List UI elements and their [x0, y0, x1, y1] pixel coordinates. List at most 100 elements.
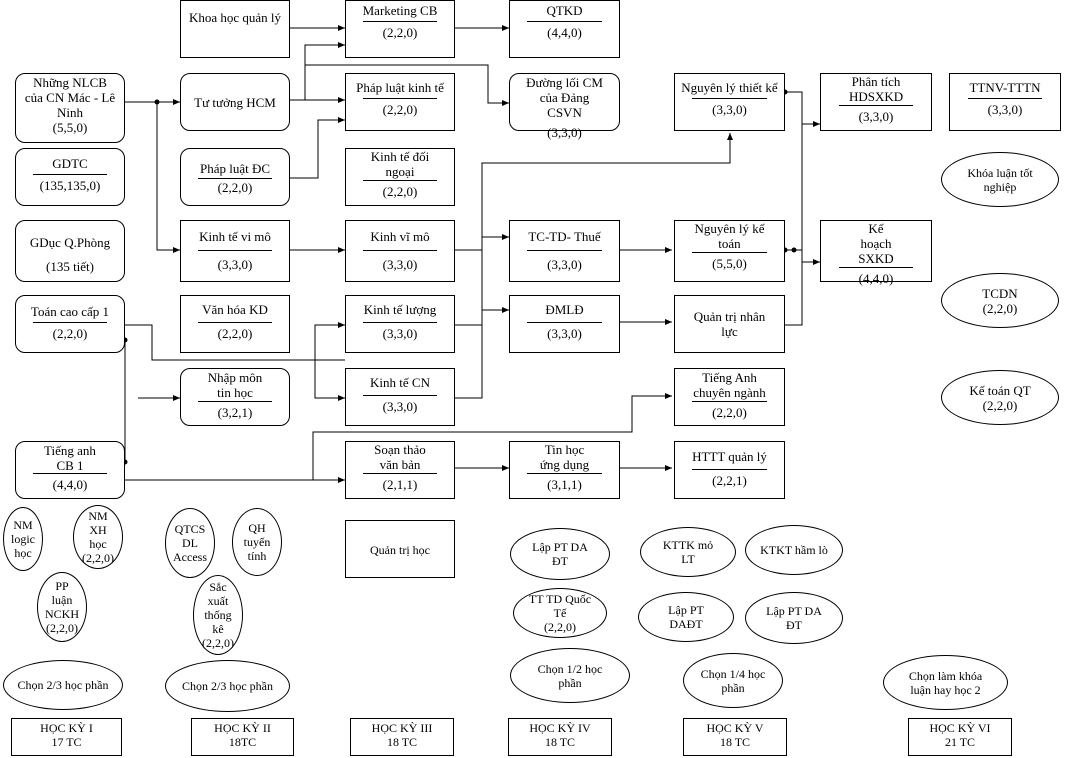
semester-name: HỌC KỲ II [214, 721, 271, 735]
semester-1: HỌC KỲ I 17 TC [11, 718, 122, 756]
divider [198, 250, 272, 251]
elective-text: (2,2,0) [982, 300, 1018, 316]
elective-text: logic [11, 532, 35, 546]
course-credits: (4,4,0) [547, 25, 582, 40]
elective-text: (2,2,0) [46, 621, 78, 635]
elective-text: Lập PT DA [532, 540, 588, 554]
course-dmld: ĐMLĐ (3,3,0) [509, 295, 620, 353]
semester-4: HỌC KỲ IV 18 TC [508, 718, 612, 756]
course-title: GDục Q.Phòng [29, 235, 111, 250]
elective-text: NM [88, 509, 108, 523]
elective-sac-xuat-thong-ke: Sắc xuất thống kê (2,2,0) [193, 575, 243, 655]
course-ke-hoach-sxkd: Kế hoạch SXKD (4,4,0) [820, 220, 932, 286]
divider [692, 401, 767, 402]
course-title: Marketing CB [362, 3, 438, 18]
course-kinh-te-luong: Kinh tế lượng (3,3,0) [345, 295, 455, 353]
course-credits: (3,3,0) [858, 109, 894, 124]
course-title: Kinh vĩ mô [370, 229, 430, 244]
course-tc-td-thue: TC-TD- Thuế (3,3,0) [509, 220, 620, 282]
course-credits: (3,3,0) [382, 399, 418, 414]
course-quan-tri-hoc: Quản trị học [345, 520, 455, 578]
course-title: GDTC [52, 156, 88, 171]
course-nguyen-ly-thiet-ke: Nguyên lý thiết kế (3,3,0) [674, 73, 785, 131]
divider [692, 469, 767, 470]
course-title: Đường lối CM của Đảng CSVN [526, 75, 603, 120]
course-title: ĐMLĐ [545, 302, 584, 317]
semester-credits: 18 TC [719, 735, 751, 749]
course-kinh-te-cn: Kinh tế CN (3,3,0) [345, 368, 455, 426]
divider [527, 250, 602, 251]
divider [838, 267, 914, 268]
elective-text: xuất [207, 594, 229, 608]
course-credits: (5,5,0) [712, 256, 747, 271]
elective-nm-logic-hoc: NM logic học [3, 507, 43, 571]
divider [363, 21, 437, 22]
course-credits: (3,2,1) [217, 405, 253, 420]
divider [692, 252, 767, 253]
course-tieng-anh-cb-1: Tiếng anh CB 1 (4,4,0) [15, 441, 125, 499]
semester-name: HỌC KỲ I [40, 721, 93, 735]
elective-text: phần [721, 680, 745, 695]
course-title: Pháp luật ĐC [199, 161, 271, 176]
elective-text: Access [173, 550, 207, 564]
elective-text: PP [55, 579, 69, 593]
course-title: Toán cao cấp 1 [30, 304, 110, 319]
elective-text: (2,2,0) [544, 620, 576, 634]
course-credits: (2,2,0) [217, 180, 253, 195]
elective-text: KTKT hầm lò [760, 543, 828, 557]
semester-2: HỌC KỲ II 18TC [191, 718, 294, 756]
course-soan-thao-van-ban: Soạn thảo văn bản (2,1,1) [345, 441, 455, 499]
elective-text: DL [182, 536, 198, 550]
elective-text: Kế toán QT [969, 382, 1031, 398]
elective-text: NM [13, 518, 33, 532]
course-tin-hoc-ung-dung: Tin học ứng dụng (3,1,1) [509, 441, 620, 499]
elective-text: TCDN [982, 285, 1018, 301]
course-duong-loi-cm: Đường lối CM của Đảng CSVN (3,3,0) [509, 73, 620, 140]
course-nguyen-ly-ke-toan: Nguyên lý kế toán (5,5,0) [674, 220, 785, 282]
course-nlcb-mac-lenin: Những NLCB của CN Mác - Lê Ninh (5,5,0) [15, 73, 125, 143]
course-ttnv-tttn: TTNV-TTTN (3,3,0) [949, 73, 1061, 131]
divider [33, 473, 107, 474]
elective-text: QTCS [174, 522, 206, 536]
course-credits: (3,3,0) [382, 326, 418, 341]
course-khoa-hoc-quan-ly: Khoa học quản lý [180, 0, 290, 58]
semester-5: HỌC KỲ V 18 TC [683, 718, 787, 756]
elective-text: học [89, 537, 107, 551]
divider [363, 322, 437, 323]
course-title: Phân tích HDSXKD [849, 74, 904, 104]
elective-text: Lập PT DA [766, 604, 822, 618]
course-title: Kinh tế lượng [363, 302, 437, 317]
course-title: Nguyên lý thiết kế [681, 80, 778, 95]
course-title: Nguyên lý kế toán [694, 221, 765, 251]
divider [198, 401, 272, 402]
semester-3: HỌC KỲ III 18 TC [350, 718, 454, 756]
elective-text: luận [51, 593, 73, 607]
course-title: QTKD [546, 3, 583, 18]
course-title: Tiếng Anh chuyên ngành [693, 370, 766, 400]
divider [363, 98, 437, 99]
course-credits: (3,1,1) [547, 477, 582, 492]
elective-text: (2,2,0) [82, 551, 114, 565]
elective-text: Khóa luận tốt [967, 165, 1033, 180]
divider [198, 178, 272, 179]
course-credits: (135,135,0) [39, 178, 101, 193]
elective-text: thống [204, 608, 232, 622]
course-kinh-vi-mo: Kinh vĩ mô (3,3,0) [345, 220, 455, 282]
semester-credits: 18 TC [386, 735, 418, 749]
course-gdtc: GDTC (135,135,0) [15, 148, 125, 206]
divider [33, 322, 107, 323]
course-title: TTNV-TTTN [969, 80, 1041, 95]
course-toan-cao-cap-1: Toán cao cấp 1 (2,2,0) [15, 295, 125, 353]
course-title: Tin học ứng dụng [539, 442, 590, 472]
divider [363, 180, 437, 181]
course-credits: (2,2,0) [712, 405, 747, 420]
divider [692, 98, 767, 99]
course-title: Kế hoạch SXKD [858, 221, 894, 266]
elective-text: NCKH [44, 607, 79, 621]
course-credits: (5,5,0) [52, 120, 88, 135]
elective-text: (2,2,0) [982, 397, 1018, 413]
semester-6: HỌC KỲ VI 21 TC [908, 718, 1012, 756]
course-credits: (4,4,0) [52, 477, 88, 492]
elective-nm-xh-hoc: NM XH học (2,2,0) [73, 505, 123, 569]
elective-text: XH [89, 523, 107, 537]
